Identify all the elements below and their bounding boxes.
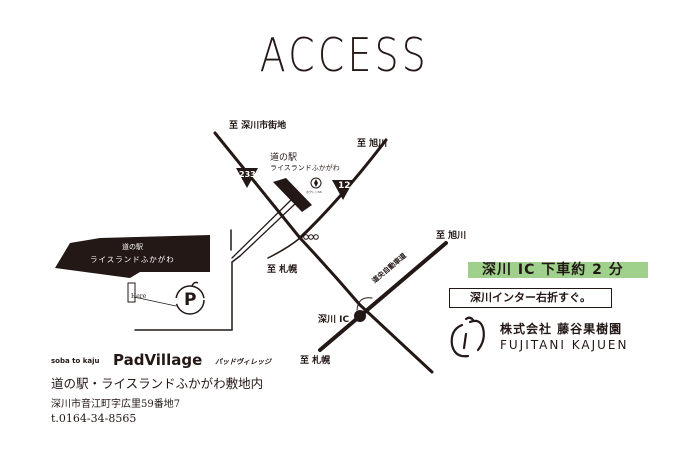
building-label: 道の駅 — [122, 243, 143, 251]
to-sapporo-label: 至 札幌 — [300, 356, 331, 366]
route-233-number: 233 — [239, 170, 256, 179]
access-road — [231, 199, 297, 259]
shop-phone: t.0164-34-8565 — [51, 412, 137, 425]
shop-location: 道の駅・ライスランドふかがわ敷地内 — [51, 376, 264, 391]
parking-outline — [134, 229, 241, 331]
to-asahikawa-label: 至 旭川 — [357, 139, 388, 149]
fukagawa-ic-marker — [354, 310, 366, 322]
gas-station-label: ホクレンSS — [306, 190, 322, 194]
to-fukagawa-city-label: 至 深川市街地 — [229, 121, 287, 131]
michinoeki-building-large — [55, 235, 210, 278]
route-12-number: 12 — [338, 181, 351, 191]
company-name-jp: 株式会社 藤谷果樹園 — [500, 322, 623, 336]
road-to-sapporo — [267, 237, 301, 259]
page-title: ACCESS — [259, 28, 430, 82]
route-233-road — [213, 131, 434, 374]
expressway-road — [318, 241, 448, 352]
route-12-shield — [332, 180, 354, 200]
michinoeki-label: 道の駅 — [270, 153, 298, 163]
parking-logo — [175, 281, 205, 315]
company-name-en: FUJITANI KAJUEN — [500, 338, 629, 352]
ccc-marker — [303, 234, 319, 240]
route-233-shield — [236, 168, 258, 188]
to-asahikawa-label: 至 旭川 — [436, 231, 467, 241]
shop-name: PadVillage — [113, 351, 203, 369]
michinoeki-building-small — [273, 178, 312, 212]
shop-tagline: soba to kaju — [51, 357, 100, 365]
fujitani-logo-icon — [450, 316, 485, 358]
gas-station-icon — [310, 177, 322, 189]
highlight-bar — [468, 262, 648, 278]
fukagawa-ic-label: 深川 IC — [318, 315, 350, 325]
michinoeki-label-sub: ライスランドふかがわ — [270, 164, 340, 172]
ic-ramp — [356, 297, 373, 311]
ic-time-text: 深川 IC 下車約 2 分 — [482, 262, 624, 278]
shop-address: 深川市音江町字広里59番地7 — [51, 399, 181, 410]
building-label-sub: ライスランドふかがわ — [90, 255, 175, 264]
directions-box: 深川インター右折すぐ。 — [449, 288, 612, 308]
here-label: Here — [131, 293, 147, 300]
parking-p: P — [184, 290, 197, 310]
shop-name-kana: パッドヴィレッジ — [215, 358, 271, 366]
to-sapporo-label: 至 札幌 — [267, 265, 298, 275]
